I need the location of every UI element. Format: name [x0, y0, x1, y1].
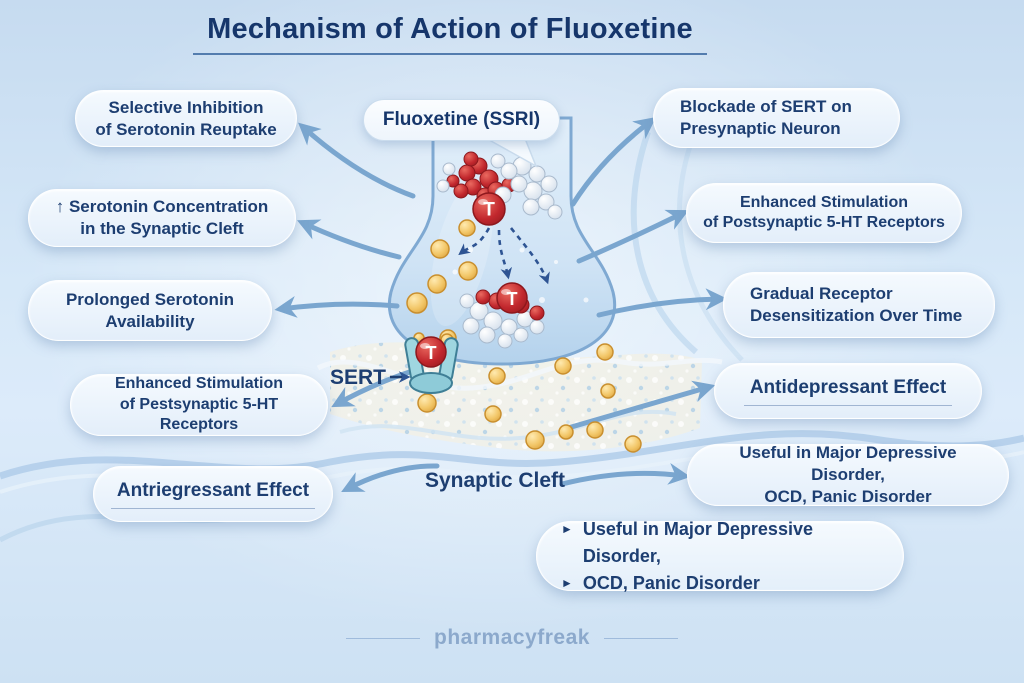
label-line: of Pestsynaptic 5-HT Receptors [119, 395, 279, 434]
arrow-to-gradual [596, 288, 728, 318]
label-line: Antidepressant Effect [743, 376, 953, 407]
note-row: ► OCD, Panic Disorder [561, 570, 879, 597]
label-line: of Postsynaptic 5-HT Receptors [703, 214, 945, 231]
label-line: Presynaptic Neuron [680, 119, 841, 138]
arrow-to-enhanced-right [576, 209, 689, 264]
bottom-indications-note: ► Useful in Major Depressive Disorder, ►… [536, 519, 904, 593]
label-line: Useful in Major Depressive Disorder, [739, 443, 957, 485]
sert-label: SERT [330, 366, 386, 389]
label-line: OCD, Panic Disorder [764, 486, 932, 506]
label-line: Gradual Receptor [750, 284, 893, 304]
label-line: Selective Inhibition [108, 97, 264, 117]
label-useful-disorders: Useful in Major Depressive Disorder, OCD… [687, 443, 1009, 506]
label-antidepressant-effect: Antidepressant Effect [714, 363, 982, 419]
fluoxetine-bubble: Fluoxetine (SSRI) [363, 99, 560, 141]
fluoxetine-bubble-label: Fluoxetine (SSRI) [382, 109, 541, 130]
synaptic-cleft-label: Synaptic Cleft [425, 469, 565, 492]
label-antriegressant-effect: Antriegressant Effect [93, 466, 333, 522]
bullet-arrow-icon: ► [561, 521, 573, 536]
arrow-to-serotonin-concentration [297, 219, 402, 260]
fluoxetine-molecule-cluster-middle: T [459, 282, 545, 349]
arrow-to-prolonged-availability [274, 296, 400, 318]
arrow-to-antriegressant [341, 463, 440, 493]
label-enhanced-stimulation-right: Enhanced Stimulation of Postsynaptic 5-H… [686, 183, 962, 243]
note-text: OCD, Panic Disorder [582, 572, 760, 593]
page-title-wrap: Mechanism of Action of Fluoxetine [170, 13, 730, 55]
t-label-sert: T [426, 343, 437, 363]
label-line: Prolonged Serotonin [65, 289, 235, 309]
sert-label-group: SERT [330, 366, 411, 389]
arrow-to-selective-inhibition [298, 122, 416, 199]
watermark: pharmacyfreak [0, 626, 1024, 650]
label-blockade-sert: Blockade of SERT on Presynaptic Neuron [653, 88, 900, 148]
arrow-to-useful [559, 463, 691, 487]
watermark-line-left [346, 637, 421, 639]
bullet-arrow-icon: ► [561, 575, 573, 590]
arrow-to-blockade [570, 117, 657, 207]
label-line: of Serotonin Reuptake [95, 119, 277, 139]
label-line: Availability [105, 311, 195, 331]
label-line: Blockade of SERT on [680, 97, 852, 117]
t-label-top: T [483, 200, 495, 221]
label-line: Desensitization Over Time [750, 306, 963, 325]
note-text: Useful in Major Depressive Disorder, [582, 518, 813, 566]
label-enhanced-stimulation-left: Enhanced Stimulation of Pestsynaptic 5-H… [70, 374, 328, 436]
dashed-diffusion-arrows [458, 227, 550, 285]
watermark-text: pharmacyfreak [434, 626, 590, 649]
sert-transporter-icon: T [404, 336, 459, 394]
label-line: ↑ Serotonin Concentration [55, 197, 269, 217]
watermark-line-right [603, 637, 678, 639]
label-line: Antriegressant Effect [110, 479, 316, 510]
arrow-to-antidepressant [565, 380, 716, 431]
label-prolonged-availability: Prolonged Serotonin Availability [28, 280, 272, 341]
note-row: ► Useful in Major Depressive Disorder, [561, 516, 879, 570]
label-gradual-desensitization: Gradual Receptor Desensitization Over Ti… [723, 272, 995, 338]
t-label-middle: T [507, 289, 518, 309]
label-line: Enhanced Stimulation [739, 193, 908, 211]
label-line: in the Synaptic Cleft [80, 219, 244, 238]
label-serotonin-concentration: ↑ Serotonin Concentration in the Synapti… [28, 189, 296, 247]
label-selective-inhibition: Selective Inhibition of Serotonin Reupta… [75, 90, 297, 147]
page-title: Mechanism of Action of Fluoxetine [193, 13, 707, 55]
label-line: Enhanced Stimulation [114, 375, 283, 393]
